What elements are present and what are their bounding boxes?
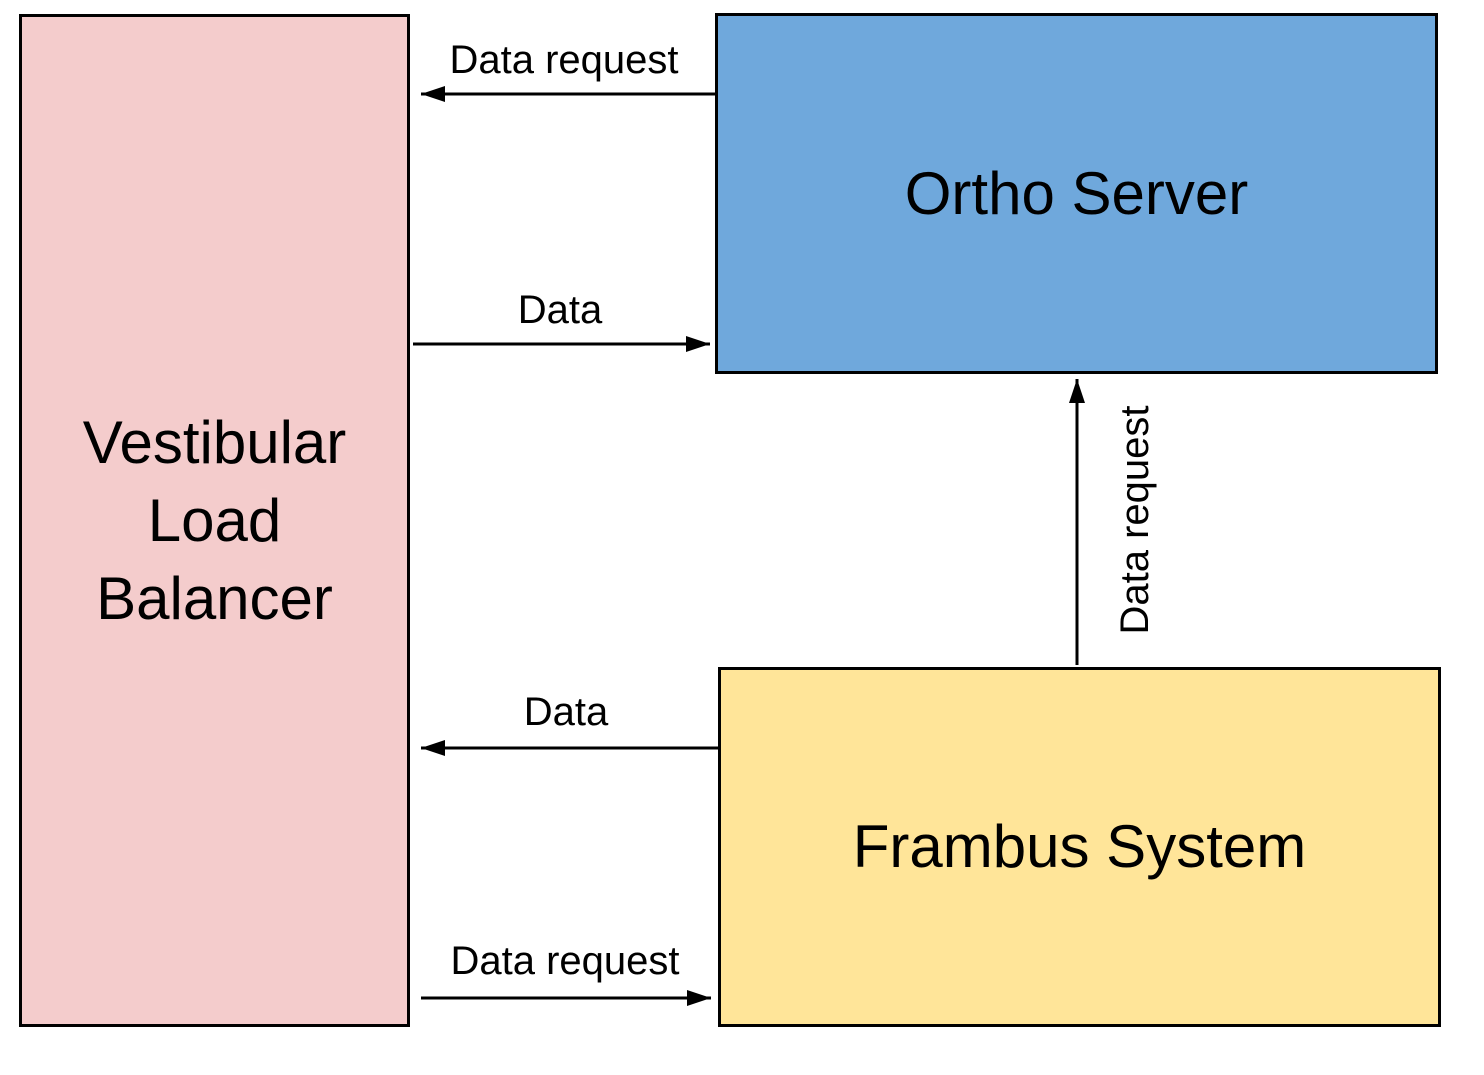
node-frambus-system: Frambus System — [718, 667, 1441, 1027]
node-vestibular-load-balancer-label: Vestibular Load Balancer — [82, 408, 347, 632]
edge-vlb-to-frambus-label: Data request — [450, 939, 680, 983]
edge-vlb-to-ortho-label: Data — [517, 288, 603, 332]
node-ortho-server: Ortho Server — [715, 13, 1438, 374]
edge-frambus-to-ortho-label: Data request — [1113, 405, 1157, 635]
node-vestibular-load-balancer: Vestibular Load Balancer — [19, 14, 410, 1027]
node-frambus-system-label: Frambus System — [852, 813, 1307, 880]
node-ortho-server-label: Ortho Server — [904, 159, 1249, 227]
edge-frambus-to-vlb-label: Data — [523, 690, 609, 734]
edge-ortho-to-vlb-label: Data request — [449, 38, 679, 82]
